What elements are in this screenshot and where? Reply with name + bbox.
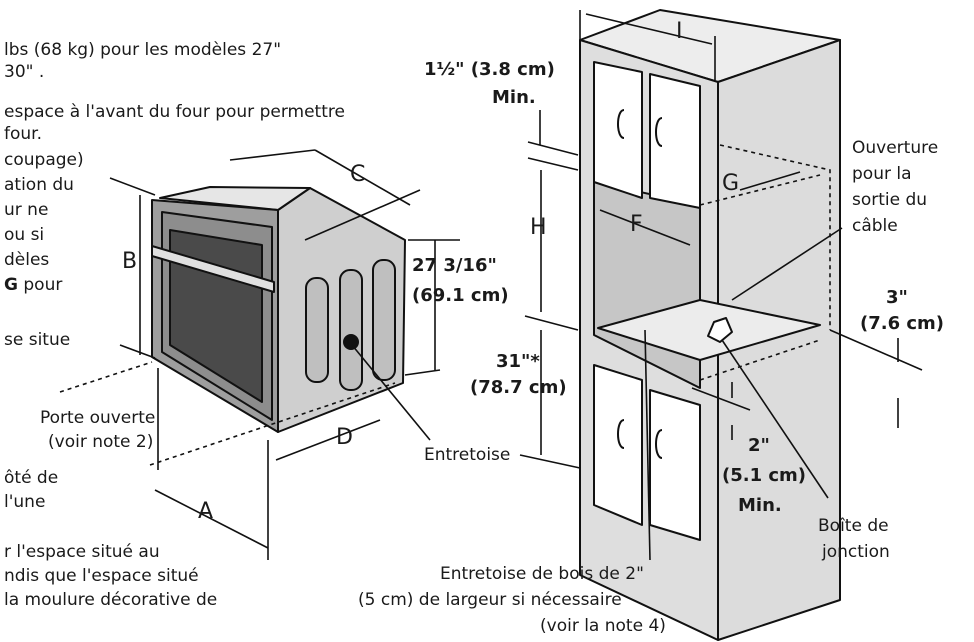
label-a: A xyxy=(198,499,214,524)
note-line-10: G pour xyxy=(4,275,62,295)
right-clearance-in: 3" xyxy=(886,287,908,308)
note-line-7: ur ne xyxy=(4,200,49,220)
top-clearance: 1½" (3.8 cm) xyxy=(424,59,555,80)
door-open-label: Porte ouverte xyxy=(40,408,156,428)
label-g: G xyxy=(722,171,740,196)
note-line-12: ôté de xyxy=(4,468,59,488)
note-line-13: l'une xyxy=(4,492,46,512)
label-b: B xyxy=(122,249,138,274)
label-h: H xyxy=(530,215,547,240)
cable-label-1: Ouverture xyxy=(852,138,939,158)
spacer-label: Entretoise xyxy=(424,445,511,465)
bottom-height-in: 31"* xyxy=(496,351,540,372)
note-line-14: r l'espace situé au xyxy=(4,542,160,562)
note-line-8: ou si xyxy=(4,225,45,245)
note-line-5: coupage) xyxy=(4,150,84,170)
note-line-9: dèles xyxy=(4,250,50,270)
note-line-16: la moulure décorative de xyxy=(4,590,218,610)
note-line-6: ation du xyxy=(4,175,74,195)
cable-label-3: sortie du xyxy=(852,190,928,210)
top-clearance-min: Min. xyxy=(492,87,536,108)
door-open-note: (voir note 2) xyxy=(48,432,154,452)
wood-spacer-3: (voir la note 4) xyxy=(540,616,666,636)
wood-spacer-2: (5 cm) de largeur si nécessaire xyxy=(358,590,622,610)
cabinet-drawing xyxy=(579,9,841,641)
note-line-11: se situe xyxy=(4,330,71,350)
note-g-bold: G xyxy=(4,275,18,295)
cable-label-4: câble xyxy=(852,216,898,236)
note-line-4: four. xyxy=(4,124,42,144)
oven-drawing xyxy=(151,186,406,433)
note-line-3: espace à l'avant du four pour permettre xyxy=(4,102,345,122)
label-i: I xyxy=(676,19,683,44)
gap-cm: (5.1 cm) xyxy=(722,465,807,486)
cabinet-dimension-lines xyxy=(519,10,923,561)
oven-height-cm: (69.1 cm) xyxy=(412,285,509,306)
note-line-1: lbs (68 kg) pour les modèles 27" xyxy=(4,40,282,60)
label-f: F xyxy=(630,212,643,237)
junction-label-1: Boîte de xyxy=(818,516,889,536)
right-clearance-cm: (7.6 cm) xyxy=(860,313,945,334)
note-line-10-rest: pour xyxy=(17,275,63,295)
junction-label-2: jonction xyxy=(822,542,890,562)
oven-height-in: 27 3/16" xyxy=(412,255,497,276)
cable-label-2: pour la xyxy=(852,164,912,184)
gap-in: 2" xyxy=(748,435,770,456)
label-c: C xyxy=(350,162,366,187)
note-line-2: 30" . xyxy=(4,62,45,82)
note-line-15: ndis que l'espace situé xyxy=(4,566,199,586)
label-d: D xyxy=(336,425,353,450)
wood-spacer-1: Entretoise de bois de 2" xyxy=(440,564,644,584)
gap-min: Min. xyxy=(738,495,782,516)
oven-dimension-lines xyxy=(59,149,460,560)
bottom-height-cm: (78.7 cm) xyxy=(470,377,567,398)
